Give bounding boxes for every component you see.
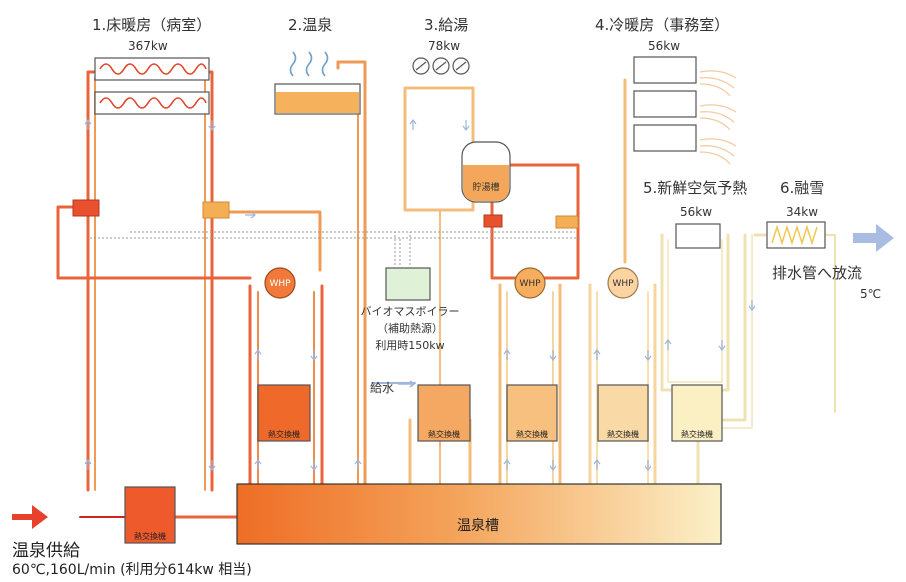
floor-heating-panel-1 bbox=[95, 58, 209, 80]
floor-heating-panel-2 bbox=[95, 92, 209, 114]
control-lines bbox=[90, 232, 580, 265]
steam-icon bbox=[291, 52, 328, 76]
supply-heat-exchanger-label: 熱交換機 bbox=[134, 531, 166, 541]
storage-tank-label: 貯湯槽 bbox=[472, 181, 499, 193]
water-supply-label: 給水 bbox=[370, 381, 394, 395]
drain-label-2: 5℃ bbox=[860, 287, 881, 301]
supply-label-2: 60℃,160L/min (利用分614kw 相当) bbox=[12, 562, 252, 578]
zone1-title: 1.床暖房（病室） bbox=[92, 16, 211, 34]
zone5-title: 5.新鮮空気予熱 bbox=[643, 179, 747, 197]
valve-red bbox=[73, 200, 99, 216]
zone4-title: 4.冷暖房（事務室） bbox=[595, 16, 729, 34]
zone2-title: 2.温泉 bbox=[288, 16, 332, 34]
supply-label-1: 温泉供給 bbox=[12, 541, 80, 561]
hot-spring-tank-label: 温泉槽 bbox=[457, 517, 499, 534]
whp-2-label: WHP bbox=[519, 279, 541, 289]
zone5-kw: 56kw bbox=[680, 205, 712, 219]
heat-exchanger-1-label: 熱交換機 bbox=[268, 429, 300, 439]
valve-storage bbox=[484, 215, 502, 227]
biomass-boiler bbox=[386, 268, 430, 300]
fan-coil-units bbox=[634, 57, 736, 164]
air-preheat-unit bbox=[676, 224, 720, 248]
faucet-icons bbox=[413, 58, 469, 74]
water-supply-arrow-icon bbox=[398, 381, 414, 387]
biomass-label-1: バイオマスボイラー bbox=[361, 305, 460, 318]
bath-tub bbox=[275, 84, 360, 114]
drain-arrow-icon bbox=[876, 224, 894, 252]
valve-storage-2 bbox=[556, 216, 578, 228]
zone3-title: 3.給湯 bbox=[424, 16, 468, 34]
heat-exchanger-4-label: 熱交換機 bbox=[607, 429, 639, 439]
pipe-network bbox=[58, 62, 835, 517]
storage-tank: 貯湯槽 bbox=[462, 142, 510, 202]
zone3-kw: 78kw bbox=[428, 39, 460, 53]
snow-melt-panel bbox=[767, 222, 825, 248]
zone1-kw: 367kw bbox=[128, 39, 168, 53]
drain-label-1: 排水管へ放流 bbox=[772, 264, 862, 282]
hot-spring-tank bbox=[237, 484, 721, 544]
whp-1-label: WHP bbox=[269, 279, 291, 289]
valve-orange bbox=[203, 202, 229, 218]
heat-exchanger-2-label: 熱交換機 bbox=[428, 429, 460, 439]
heat-exchanger-3-label: 熱交換機 bbox=[516, 429, 548, 439]
biomass-label-2: （補助熱源） bbox=[377, 321, 443, 335]
whp-3-label: WHP bbox=[612, 279, 634, 289]
zone6-kw: 34kw bbox=[786, 205, 818, 219]
heat-exchanger-5-label: 熱交換機 bbox=[681, 429, 713, 439]
supply-arrow-icon bbox=[32, 505, 48, 529]
biomass-label-3: 利用時150kw bbox=[375, 339, 444, 352]
zone4-kw: 56kw bbox=[648, 39, 680, 53]
zone6-title: 6.融雪 bbox=[780, 179, 824, 197]
